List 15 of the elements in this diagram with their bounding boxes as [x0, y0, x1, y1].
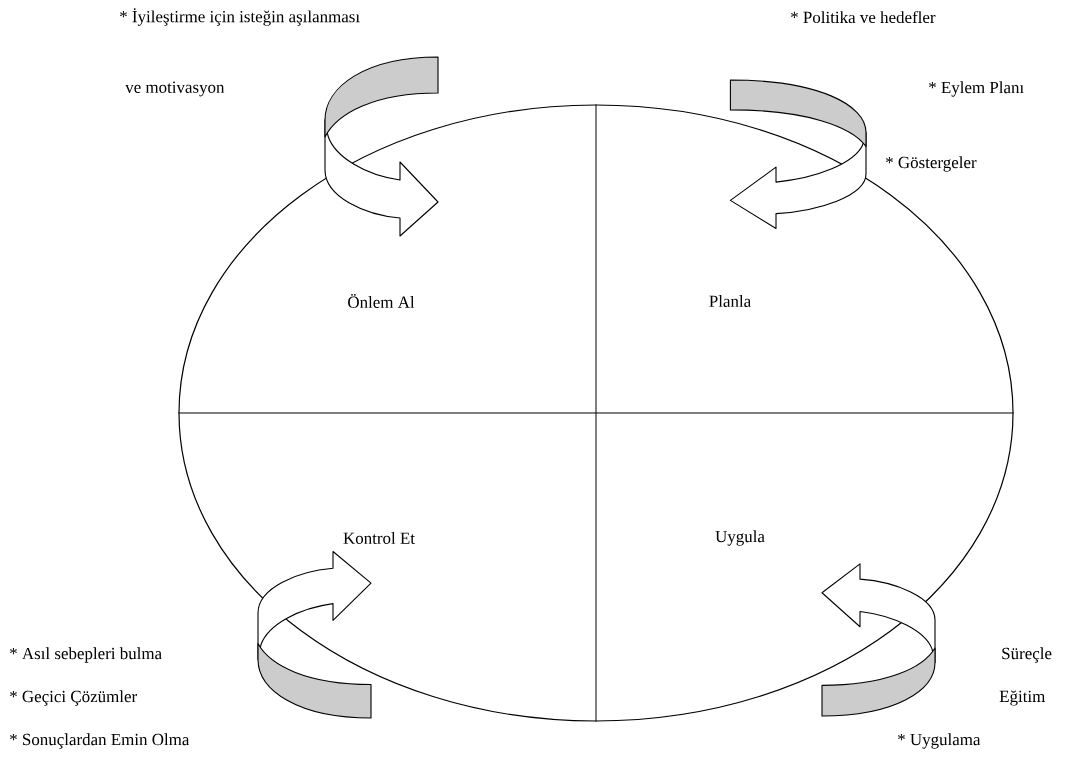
- note-text: * Geçici Çözümler: [10, 690, 137, 706]
- quadrant-text: Kontrol Et: [343, 532, 415, 544]
- note-text: * Göstergeler: [886, 156, 977, 172]
- note-text: Eğitim: [999, 690, 1046, 706]
- note-text: * İyileştirme için isteğin aşılanması: [120, 8, 360, 26]
- quadrant-text: Uygula: [715, 530, 765, 546]
- note-text: Süreçle: [1002, 647, 1052, 663]
- note-text: * Uygulama: [898, 733, 981, 749]
- quadrant-text: Planla: [709, 295, 751, 307]
- quadrant-text: Önlem Al: [348, 294, 415, 308]
- note-text: * Sonuçlardan Emin Olma: [10, 733, 190, 749]
- note-text: * Politika ve hedefler: [791, 10, 936, 24]
- note-text: * Asıl sebepleri bulma: [10, 647, 162, 663]
- note-text: * Eylem Planı: [929, 81, 1024, 97]
- note-text: ve motivasyon: [125, 81, 225, 97]
